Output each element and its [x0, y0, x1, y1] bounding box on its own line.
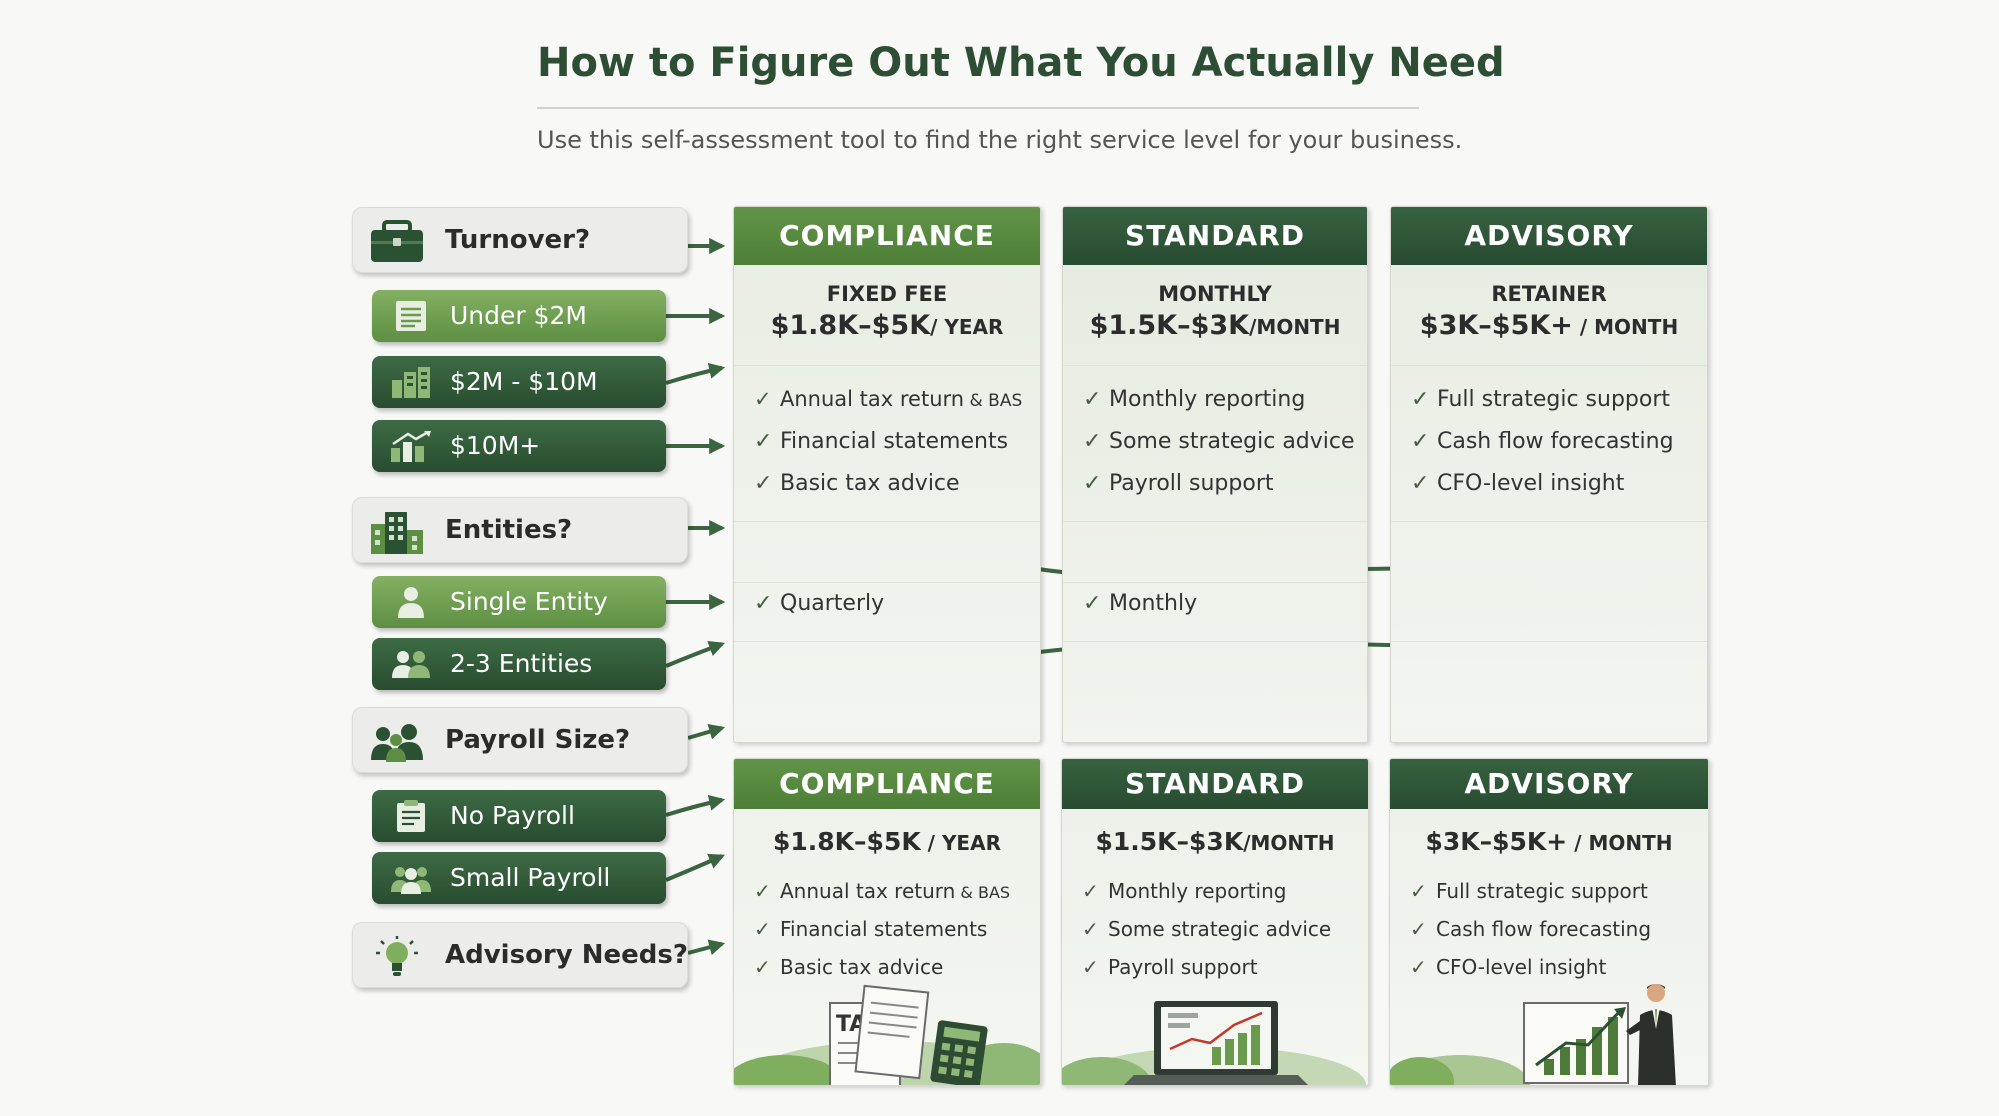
- feature-item: ✓Full strategic support: [1411, 387, 1671, 412]
- option-2-3-entities[interactable]: 2-3 Entities: [372, 638, 666, 690]
- people-icon: [391, 867, 431, 894]
- tier-header: STANDARD: [1062, 759, 1368, 809]
- option-label: 2-3 Entities: [450, 649, 593, 678]
- question-payroll-size: Payroll Size?: [352, 707, 688, 773]
- laptop-chart-icon: [1062, 1001, 1366, 1085]
- feature-item: ✓Financial statements: [754, 917, 988, 941]
- arrow-no-payroll: [665, 794, 726, 817]
- option-label: Under $2M: [450, 301, 587, 330]
- tier-header: ADVISORY: [1390, 759, 1708, 809]
- question-label: Payroll Size?: [445, 725, 631, 755]
- arrow-small-payroll: [665, 853, 725, 882]
- question-advisory-needs: Advisory Needs?: [352, 922, 688, 988]
- tier-price: $1.8K–$5K / YEAR: [773, 827, 1001, 856]
- price-type: MONTHLY: [1158, 282, 1272, 306]
- briefcase-icon: [371, 220, 423, 262]
- tier-header: COMPLIANCE: [734, 207, 1040, 265]
- tier-card-advisory-summary: ADVISORY $3K–$5K+ / MONTH ✓Full strategi…: [1389, 758, 1709, 1086]
- option-label: Single Entity: [450, 587, 608, 616]
- feature-item: ✓Monthly reporting: [1082, 879, 1287, 903]
- option-label: No Payroll: [450, 801, 575, 830]
- question-label: Turnover?: [445, 225, 591, 255]
- tier-card-compliance-summary: COMPLIANCE $1.8K–$5K / YEAR ✓Annual tax …: [733, 758, 1041, 1086]
- option-label: $10M+: [450, 431, 541, 460]
- buildings-icon: [371, 512, 423, 554]
- presenter-chart-icon: [1390, 984, 1676, 1085]
- people-icon: [371, 724, 423, 762]
- person-icon: [398, 587, 424, 618]
- option-label: Small Payroll: [450, 863, 611, 892]
- tier-header: ADVISORY: [1391, 207, 1707, 265]
- feature-item: ✓Payroll support: [1083, 471, 1274, 496]
- feature-frequency: ✓Monthly: [1083, 591, 1198, 616]
- feature-item: ✓CFO-level insight: [1411, 471, 1625, 496]
- option-2m-10m[interactable]: $2M - $10M: [372, 356, 666, 408]
- arrow-payroll: [687, 723, 726, 740]
- arrow-2m-10m: [665, 362, 726, 385]
- people-icon: [392, 651, 430, 678]
- tier-card-compliance: COMPLIANCE FIXED FEE $1.8K–$5K/ YEAR ✓An…: [733, 206, 1041, 743]
- tax-documents-calculator-icon: TAX: [734, 984, 1040, 1085]
- tier-card-standard: STANDARD MONTHLY $1.5K–$3K/MONTH ✓Monthl…: [1062, 206, 1368, 743]
- feature-item: ✓Cash flow forecasting: [1410, 917, 1652, 941]
- buildings-icon: [392, 367, 430, 398]
- price-type: FIXED FEE: [826, 282, 948, 306]
- question-label: Advisory Needs?: [445, 940, 688, 970]
- document-icon: [396, 301, 426, 331]
- option-no-payroll[interactable]: No Payroll: [372, 790, 666, 842]
- tier-header: STANDARD: [1063, 207, 1367, 265]
- feature-item: ✓Basic tax advice: [754, 955, 944, 979]
- option-small-payroll[interactable]: Small Payroll: [372, 852, 666, 904]
- page-subtitle: Use this self-assessment tool to find th…: [537, 126, 1463, 154]
- clipboard-icon: [397, 800, 425, 832]
- question-turnover: Turnover?: [352, 207, 688, 273]
- option-under-2m[interactable]: Under $2M: [372, 290, 666, 342]
- tier-price: $1.5K–$3K/MONTH: [1089, 310, 1341, 341]
- arrow-advisory: [687, 939, 726, 956]
- growth-icon: [391, 430, 431, 462]
- tier-price: $3K–$5K+ / MONTH: [1419, 310, 1679, 341]
- question-label: Entities?: [445, 515, 573, 545]
- tier-card-standard-summary: STANDARD $1.5K–$3K/MONTH ✓Monthly report…: [1061, 758, 1369, 1086]
- option-label: $2M - $10M: [450, 367, 598, 396]
- feature-item: ✓Basic tax advice: [754, 471, 960, 496]
- page-title: How to Figure Out What You Actually Need: [537, 40, 1505, 86]
- feature-item: ✓Full strategic support: [1410, 879, 1648, 903]
- option-single-entity[interactable]: Single Entity: [372, 576, 666, 628]
- feature-item: ✓Monthly reporting: [1083, 387, 1306, 412]
- feature-item: ✓Annual tax return & BAS: [754, 387, 1023, 411]
- tier-card-advisory: ADVISORY RETAINER $3K–$5K+ / MONTH ✓Full…: [1390, 206, 1708, 743]
- question-entities: Entities?: [352, 497, 688, 563]
- lightbulb-icon: [376, 936, 418, 976]
- price-type: RETAINER: [1491, 282, 1607, 306]
- feature-item: ✓Annual tax return & BAS: [754, 879, 1011, 903]
- feature-item: ✓Some strategic advice: [1083, 429, 1355, 454]
- feature-frequency: ✓Quarterly: [754, 591, 885, 616]
- feature-item: ✓CFO-level insight: [1410, 955, 1607, 979]
- arrow-2-3-entities: [665, 640, 726, 668]
- feature-item: ✓Payroll support: [1082, 955, 1258, 979]
- tier-header: COMPLIANCE: [734, 759, 1040, 809]
- tier-price: $1.5K–$3K/MONTH: [1095, 827, 1335, 856]
- tier-price: $3K–$5K+ / MONTH: [1425, 827, 1673, 856]
- feature-item: ✓Cash flow forecasting: [1411, 429, 1674, 454]
- option-10m-plus[interactable]: $10M+: [372, 420, 666, 472]
- tier-price: $1.8K–$5K/ YEAR: [770, 310, 1004, 341]
- feature-item: ✓Financial statements: [754, 429, 1009, 454]
- title-divider: [537, 107, 1419, 109]
- feature-item: ✓Some strategic advice: [1082, 917, 1332, 941]
